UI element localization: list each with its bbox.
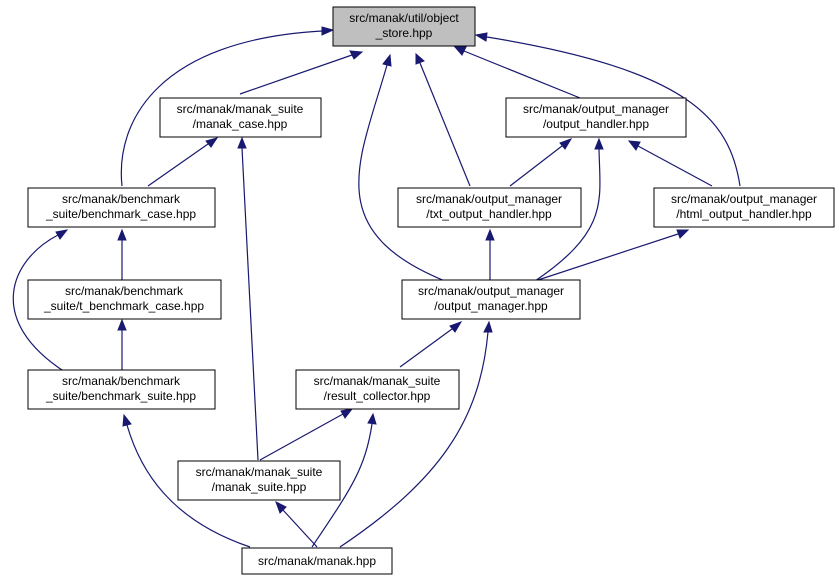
node-manak-suite-line-1: src/manak/manak_suite [196,465,323,479]
node-html-output-handler-line-2: /html_output_handler.hpp [676,207,812,221]
node-result-collector-line-2: /result_collector.hpp [324,389,431,403]
node-html-output-handler[interactable]: src/manak/output_manager /html_output_ha… [653,187,835,228]
node-benchmark-case[interactable]: src/manak/benchmark _suite/benchmark_cas… [27,187,216,228]
node-manak[interactable]: src/manak/manak.hpp [241,547,393,575]
node-benchmark-case-line-2: _suite/benchmark_case.hpp [45,207,196,221]
node-benchmark-suite-line-2: _suite/benchmark_suite.hpp [45,389,196,403]
edge-benchmark-suite-to-benchmark-case [12,229,69,373]
edge-txt-output-handler-to-output-handler [509,138,573,187]
edge-manak-to-result-collector [311,412,377,548]
node-output-manager-line-1: src/manak/output_manager [418,284,564,298]
node-output-manager[interactable]: src/manak/output_manager /output_manager… [401,279,581,320]
edge-output-handler-to-object-store [453,46,586,101]
edge-t-benchmark-case-to-benchmark-case [117,228,127,281]
node-manak-case-line-2: /manak_case.hpp [193,117,288,131]
edge-manak-suite-to-result-collector [259,408,354,461]
node-manak-case[interactable]: src/manak/manak_suite /manak_case.hpp [159,97,322,138]
node-result-collector-line-1: src/manak/manak_suite [314,374,441,388]
node-t-benchmark-case-line-1: src/manak/benchmark [65,284,184,298]
edge-manak-suite-to-manak-case [237,136,259,461]
node-manak-line-1: src/manak/manak.hpp [258,554,376,568]
node-output-handler[interactable]: src/manak/output_manager /output_handler… [505,97,687,138]
edges-layer [12,26,741,548]
node-manak-suite-line-2: /manak_suite.hpp [212,480,307,494]
edge-benchmark-suite-to-t-benchmark-case [117,318,127,372]
node-benchmark-case-line-1: src/manak/benchmark [62,192,181,206]
node-manak-suite[interactable]: src/manak/manak_suite /manak_suite.hpp [177,460,341,501]
node-benchmark-suite[interactable]: src/manak/benchmark _suite/benchmark_sui… [27,369,216,410]
node-html-output-handler-line-1: src/manak/output_manager [671,192,817,206]
node-output-handler-line-1: src/manak/output_manager [523,102,669,116]
node-txt-output-handler-line-1: src/manak/output_manager [416,192,562,206]
node-object-store-line-2: _store.hpp [375,26,433,40]
node-output-handler-line-2: /output_handler.hpp [543,117,649,131]
node-t-benchmark-case[interactable]: src/manak/benchmark _suite/t_benchmark_c… [27,279,222,320]
node-result-collector[interactable]: src/manak/manak_suite /result_collector.… [295,369,460,410]
node-t-benchmark-case-line-2: _suite/t_benchmark_case.hpp [43,299,204,313]
edge-manak-to-benchmark-suite [122,413,251,548]
edge-manak-case-to-object-store [239,50,364,95]
edge-manak-to-output-manager [339,320,493,548]
edge-output-manager-to-output-handler [534,137,604,282]
edge-output-manager-to-html-output-handler [534,229,690,282]
node-benchmark-suite-line-1: src/manak/benchmark [62,374,181,388]
edge-txt-output-handler-to-object-store [415,52,471,187]
edge-result-collector-to-output-manager [399,321,463,368]
node-manak-case-line-1: src/manak/manak_suite [177,102,304,116]
edge-html-output-handler-to-output-handler [627,140,713,187]
edge-benchmark-case-to-object-store [120,26,335,187]
edge-output-manager-to-txt-output-handler [485,228,495,281]
node-txt-output-handler[interactable]: src/manak/output_manager /txt_output_han… [397,187,582,228]
node-object-store[interactable]: src/manak/util/object _store.hpp [332,6,476,47]
edge-output-manager-to-object-store [358,53,446,282]
edge-benchmark-case-to-manak-case [147,137,219,187]
nodes-layer: src/manak/util/object _store.hpp src/man… [27,6,835,575]
node-object-store-line-1: src/manak/util/object [349,11,459,25]
node-output-manager-line-2: /output_manager.hpp [434,299,548,313]
node-txt-output-handler-line-2: /txt_output_handler.hpp [426,207,552,221]
edge-manak-to-manak-suite [275,500,318,548]
